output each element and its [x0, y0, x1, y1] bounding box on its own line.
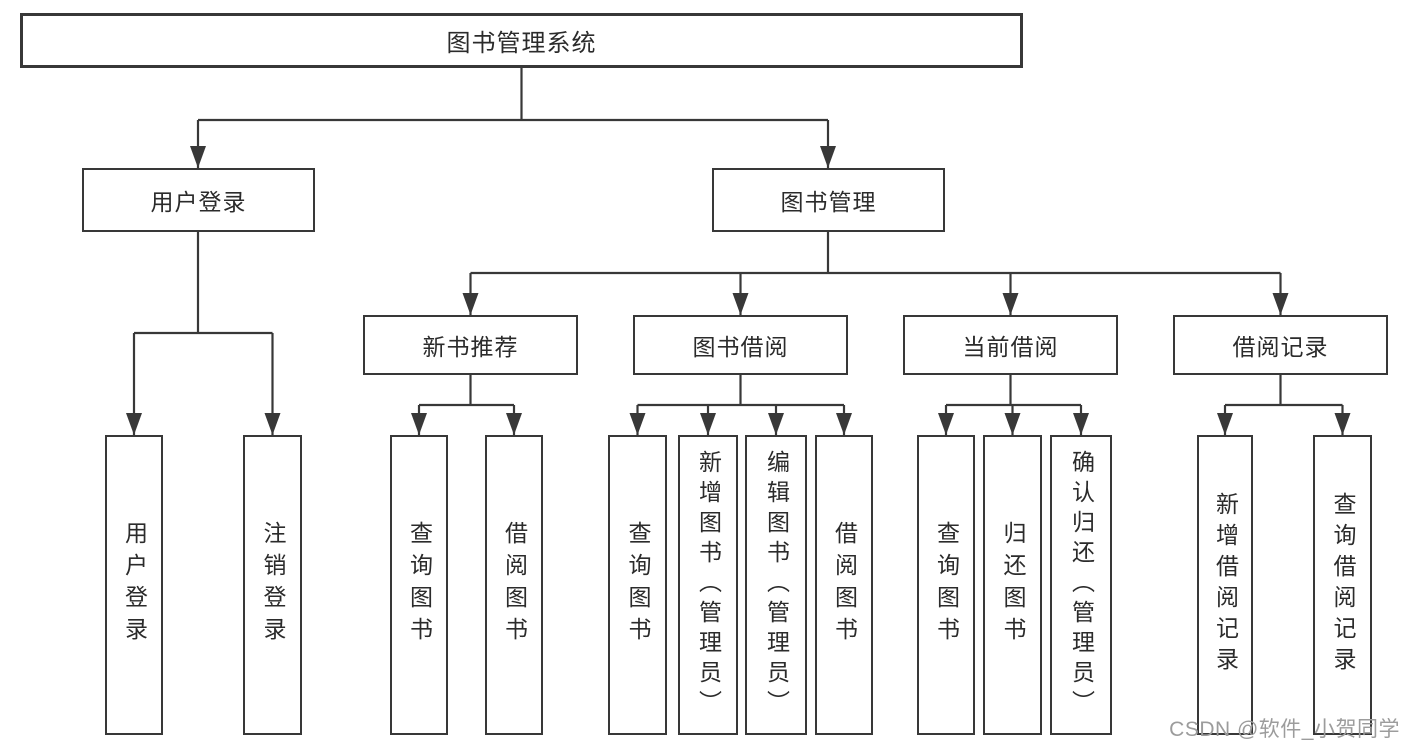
leaf-records-query-record: 查询借阅记录: [1313, 435, 1372, 735]
leaf-current-confirm-return-admin: 确认归还（管理员）: [1050, 435, 1112, 735]
node-borrow-records: 借阅记录: [1173, 315, 1388, 375]
tree-branch-lines: [134, 68, 1343, 407]
node-root-system: 图书管理系统: [20, 13, 1023, 68]
node-user-login: 用户登录: [82, 168, 315, 232]
leaf-newbooks-query-books: 查询图书: [390, 435, 448, 735]
leaf-borrowing-query-books: 查询图书: [608, 435, 667, 735]
leaf-borrowing-borrow-books: 借阅图书: [815, 435, 873, 735]
leaf-current-query-books: 查询图书: [917, 435, 975, 735]
csdn-watermark: CSDN @软件_小贺同学: [1169, 718, 1400, 741]
leaf-user-login: 用户登录: [105, 435, 163, 735]
leaf-borrowing-edit-books-admin: 编辑图书（管理员）: [745, 435, 807, 735]
leaf-borrowing-add-books-admin: 新增图书（管理员）: [678, 435, 738, 735]
leaf-logout: 注销登录: [243, 435, 302, 735]
leaf-current-return-books: 归还图书: [983, 435, 1042, 735]
node-new-book-recommend: 新书推荐: [363, 315, 578, 375]
node-book-borrowing: 图书借阅: [633, 315, 848, 375]
node-book-management: 图书管理: [712, 168, 945, 232]
leaf-newbooks-borrow-books: 借阅图书: [485, 435, 543, 735]
leaf-records-add-record: 新增借阅记录: [1197, 435, 1253, 735]
node-current-borrowing: 当前借阅: [903, 315, 1118, 375]
